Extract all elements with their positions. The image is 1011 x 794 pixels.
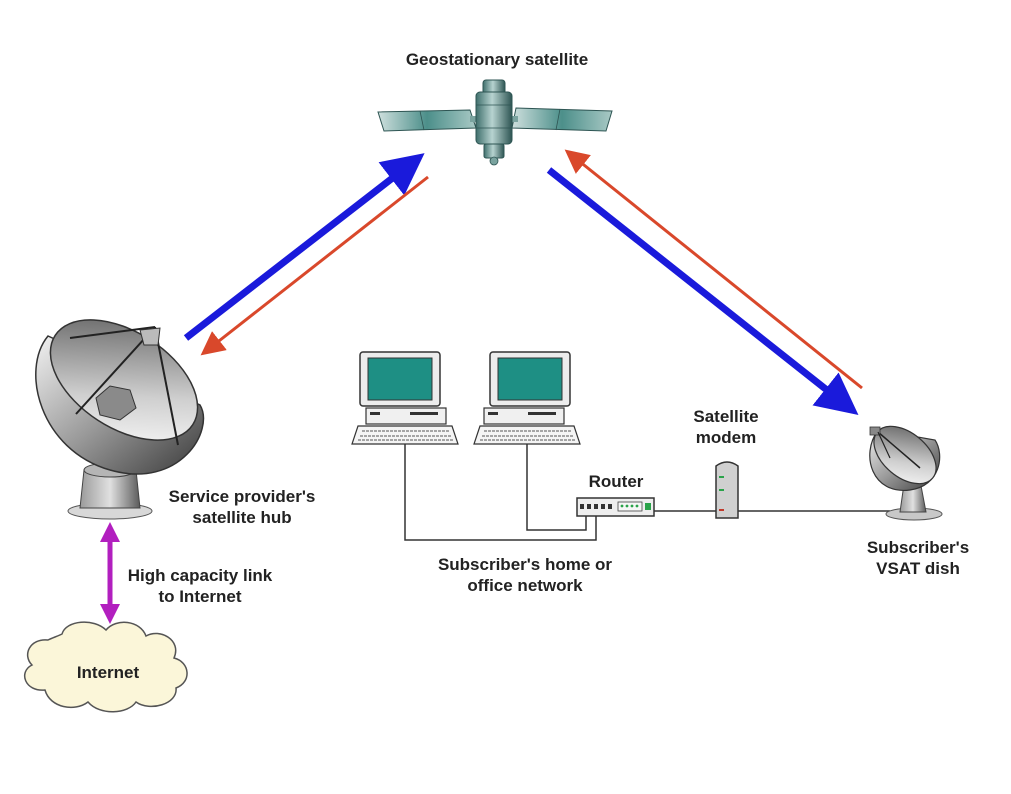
internet-label: Internet [76, 663, 140, 682]
hub-label-line1: Service provider's [168, 487, 316, 506]
hub-dish-icon [35, 319, 205, 520]
internet-link-label-line1: High capacity link [127, 566, 273, 585]
computer-icon [351, 351, 459, 445]
modem-label-line2: modem [695, 428, 757, 447]
internet-link-label-line2: to Internet [158, 587, 242, 606]
cable-computer2-router [526, 444, 587, 531]
satellite-label: Geostationary satellite [405, 50, 589, 69]
router-label: Router [588, 472, 644, 491]
vsat-label-line1: Subscriber's [866, 538, 970, 557]
internet-link-label: High capacity link to Internet [118, 565, 282, 607]
router-icon [576, 497, 655, 517]
network-label-line2: office network [467, 576, 583, 595]
modem-icon [715, 461, 739, 519]
internet-link-arrow [100, 522, 120, 624]
cloud-icon [23, 621, 188, 713]
satellite-icon [377, 79, 613, 166]
modem-label-line1: Satellite [693, 407, 759, 426]
hub-label-line2: satellite hub [192, 508, 292, 527]
modem-label: Satellite modem [676, 406, 776, 448]
uplink-vsat-arrow [564, 149, 863, 390]
computer-icon [473, 351, 581, 445]
uplink-hub-arrow [183, 153, 425, 341]
downlink-vsat-arrow [546, 167, 859, 416]
vsat-label-line2: VSAT dish [876, 559, 960, 578]
network-label-line1: Subscriber's home or [437, 555, 613, 574]
network-label: Subscriber's home or office network [420, 554, 630, 596]
hub-label: Service provider's satellite hub [157, 486, 327, 528]
downlink-hub-arrow [200, 175, 429, 356]
vsat-dish-icon [869, 425, 943, 521]
cable-computer1-router [404, 444, 597, 541]
vsat-label: Subscriber's VSAT dish [850, 537, 986, 579]
